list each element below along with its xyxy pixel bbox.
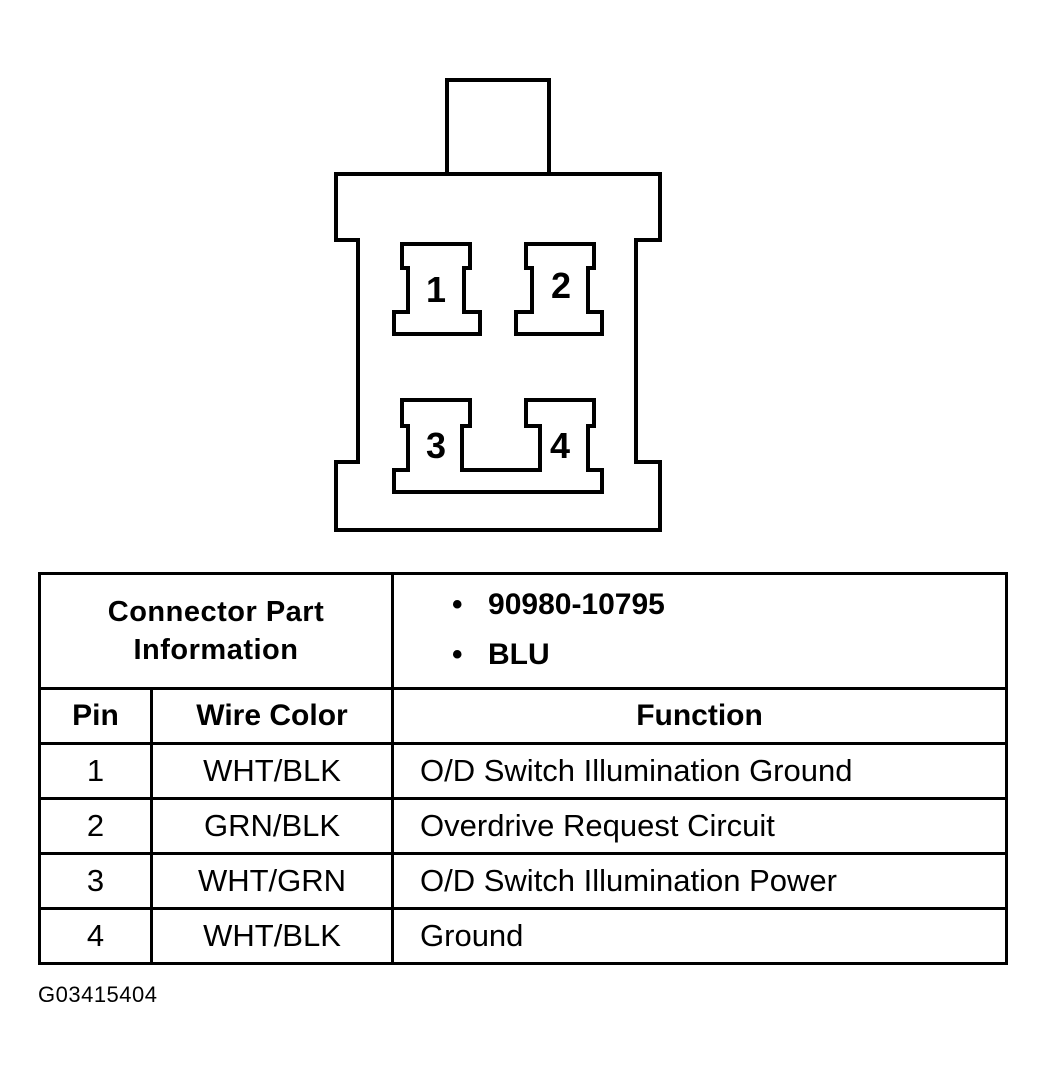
- function-cell: Ground: [391, 907, 1009, 965]
- pin-cavity-3-4: [392, 398, 604, 494]
- pin-label-1: 1: [426, 269, 446, 310]
- pin-cell: 1: [38, 742, 153, 800]
- connector-info-label-line2: Information: [133, 634, 299, 666]
- wire-color-cell: WHT/BLK: [149, 907, 395, 965]
- function-cell: Overdrive Request Circuit: [391, 797, 1009, 855]
- wire-color-cell: WHT/GRN: [149, 852, 395, 910]
- pin-cavity-1: [392, 242, 482, 336]
- table-row: 4 WHT/BLK Ground: [38, 907, 1009, 965]
- connector-pinout-table: Connector Part Information •90980-10795 …: [37, 572, 1009, 965]
- connector-latch-tab: [445, 78, 551, 174]
- function-cell: O/D Switch Illumination Ground: [391, 742, 1009, 800]
- pin-cell: 2: [38, 797, 153, 855]
- connector-housing-outline: [334, 172, 662, 532]
- connector-info-label-line1: Connector Part: [107, 596, 325, 628]
- pin-label-4: 4: [550, 425, 570, 466]
- connector-color: •BLU: [452, 638, 550, 671]
- header-wire-color: Wire Color: [149, 687, 395, 745]
- table-header-row: Pin Wire Color Function: [38, 687, 1009, 745]
- connector-info-label: Connector Part Information: [37, 572, 395, 690]
- connector-face-diagram: 1 2 3 4: [334, 78, 662, 532]
- table-row: 1 WHT/BLK O/D Switch Illumination Ground: [38, 742, 1009, 800]
- bullet-icon: •: [452, 588, 463, 621]
- pin-cell: 4: [38, 907, 153, 965]
- pin-cavity-2: [514, 242, 604, 336]
- table-row: 2 GRN/BLK Overdrive Request Circuit: [38, 797, 1009, 855]
- bullet-icon: •: [452, 638, 463, 671]
- header-pin: Pin: [38, 687, 153, 745]
- pin-label-2: 2: [551, 265, 571, 306]
- figure-code: G03415404: [38, 982, 158, 1007]
- pin-label-3: 3: [426, 425, 446, 466]
- function-cell: O/D Switch Illumination Power: [391, 852, 1009, 910]
- connector-info-values: •90980-10795 •BLU: [391, 572, 1009, 690]
- header-function: Function: [391, 687, 1009, 745]
- connector-info-row: Connector Part Information •90980-10795 …: [37, 572, 1009, 690]
- pin-cell: 3: [38, 852, 153, 910]
- wire-color-cell: WHT/BLK: [149, 742, 395, 800]
- wire-color-cell: GRN/BLK: [149, 797, 395, 855]
- connector-part-number: •90980-10795: [452, 588, 665, 621]
- table-row: 3 WHT/GRN O/D Switch Illumination Power: [38, 852, 1009, 910]
